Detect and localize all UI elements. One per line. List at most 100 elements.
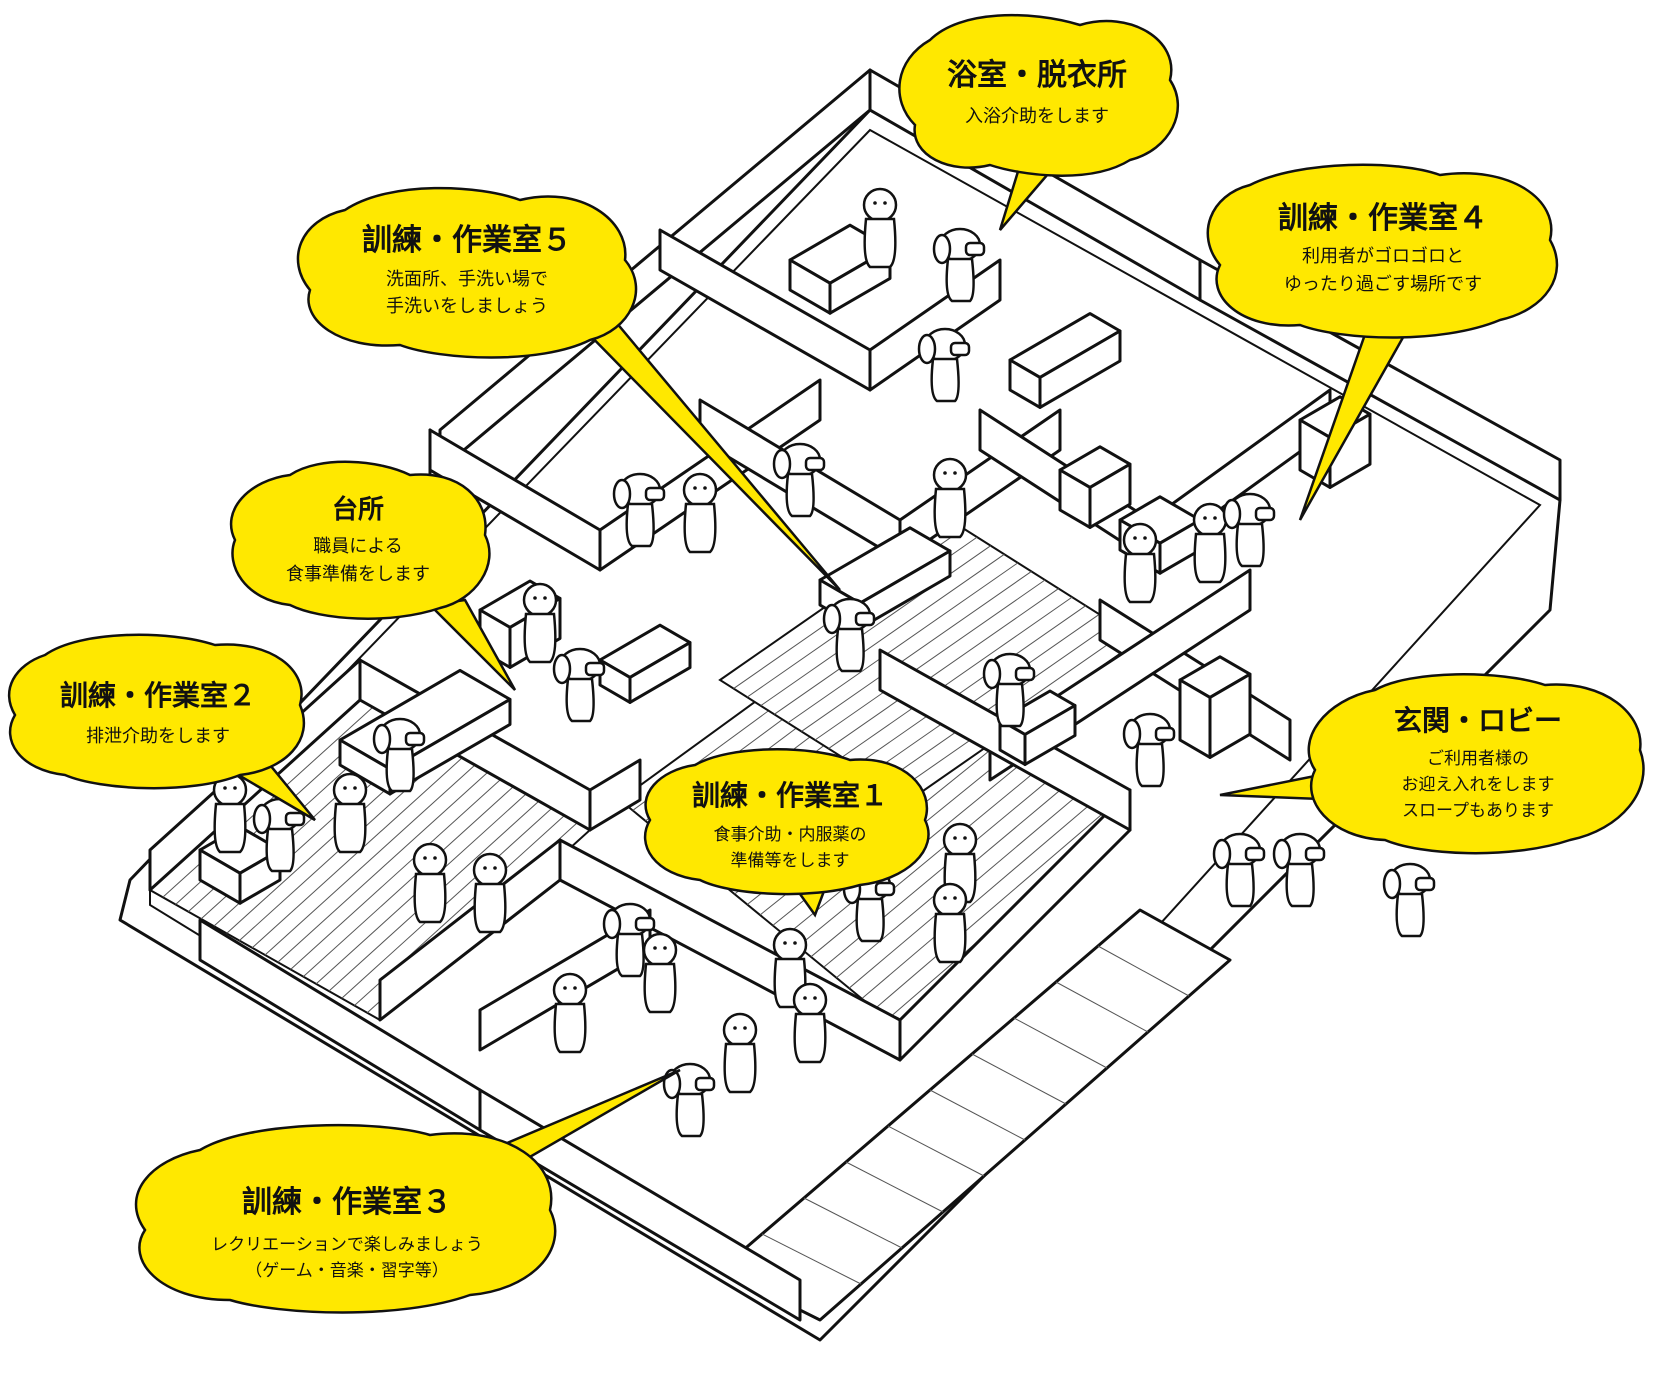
dog-snout xyxy=(804,456,826,472)
box-right xyxy=(1088,462,1132,529)
floor-plank xyxy=(760,545,991,707)
furniture-box xyxy=(1008,312,1122,409)
floor-plank xyxy=(801,571,1032,732)
callout-room2: 訓練・作業室２ 排泄介助をします xyxy=(7,633,316,822)
dog-body xyxy=(1235,522,1265,568)
person-head xyxy=(942,822,978,858)
floor-plank xyxy=(814,579,1046,741)
dog-figure xyxy=(1382,862,1436,938)
callout-title: 浴室・脱衣所 xyxy=(947,58,1127,93)
dog-body xyxy=(1135,742,1165,788)
callout-title: 台所 xyxy=(332,494,384,525)
dog-body xyxy=(615,932,645,978)
person-eye xyxy=(953,896,957,900)
person-body xyxy=(1123,552,1157,604)
person-eye xyxy=(883,201,887,205)
person-eye xyxy=(353,786,357,790)
callout-lobby: 玄関・ロビー ご利用者様の お迎え入れをします スロープもあります xyxy=(1219,673,1645,855)
person-eye xyxy=(813,996,817,1000)
person-figure xyxy=(552,972,588,1054)
callout-title: 訓練・作業室２ xyxy=(60,679,256,712)
dog-body xyxy=(1225,862,1255,908)
bubble-shape xyxy=(7,633,306,790)
floor-plank xyxy=(774,553,1005,715)
floor-plank xyxy=(1013,1017,1108,1069)
callout-room1: 訓練・作業室１ 食事介助・内服薬の 準備等をします xyxy=(643,748,930,918)
dog-figure xyxy=(917,327,971,403)
dog-body xyxy=(565,677,595,723)
floor-plank xyxy=(855,605,1086,767)
floor-plank xyxy=(861,803,1091,1000)
person-head xyxy=(552,972,588,1008)
person-head xyxy=(792,982,828,1018)
dog-figure xyxy=(1222,492,1276,568)
dog-figure xyxy=(552,647,606,723)
person-body xyxy=(413,872,447,924)
dog-ear xyxy=(772,448,792,480)
floor-plank xyxy=(828,588,1059,749)
floor-plank xyxy=(302,786,514,978)
furniture-box xyxy=(1178,655,1252,759)
person-eye xyxy=(433,856,437,860)
dog-ear xyxy=(1222,498,1242,530)
bubble-shape xyxy=(134,1123,557,1314)
callout-line: 洗面所、手洗い場で xyxy=(386,269,548,290)
person-eye xyxy=(1133,536,1137,540)
person-body xyxy=(333,802,367,854)
wall-segment xyxy=(598,378,822,572)
dog-snout xyxy=(964,241,986,257)
floor-plank xyxy=(290,779,501,970)
person-eye xyxy=(573,986,577,990)
dog-body xyxy=(835,627,865,673)
person-eye xyxy=(743,1026,747,1030)
floor-plank xyxy=(1097,945,1190,997)
person-eye xyxy=(693,486,697,490)
dog-body xyxy=(995,682,1025,728)
dog-figure xyxy=(1122,712,1176,788)
floor-plank xyxy=(761,1233,862,1285)
dog-ear xyxy=(1382,868,1402,900)
dog-figure xyxy=(982,652,1036,728)
person-head xyxy=(932,882,968,918)
callout-title: 訓練・作業室１ xyxy=(692,779,888,812)
person-eye xyxy=(803,996,807,1000)
person-body xyxy=(723,1042,757,1094)
bubble-shape xyxy=(229,460,491,620)
dog-body xyxy=(785,472,815,518)
person-figure xyxy=(332,772,368,854)
person-eye xyxy=(1213,516,1217,520)
person-eye xyxy=(543,596,547,600)
callout-line: 入浴介助をします xyxy=(965,106,1109,127)
dog-snout xyxy=(404,731,426,747)
callout-line: 利用者がゴロゴロと xyxy=(1302,246,1464,267)
person-body xyxy=(683,502,717,554)
floor-plank xyxy=(1055,981,1149,1033)
dog-snout xyxy=(1014,666,1036,682)
person-eye xyxy=(423,856,427,860)
furniture-box xyxy=(1058,445,1132,529)
person-eye xyxy=(943,471,947,475)
person-head xyxy=(522,582,558,618)
callout-line: ご利用者様の xyxy=(1427,749,1529,769)
person-eye xyxy=(563,986,567,990)
dog-snout xyxy=(1414,876,1436,892)
callout-title: 玄関・ロビー xyxy=(1394,704,1562,737)
person-figure xyxy=(1122,522,1158,604)
dog-figure xyxy=(772,442,826,518)
furniture-box xyxy=(598,623,692,704)
callout-line: 排泄介助をします xyxy=(86,726,230,747)
person-head xyxy=(932,457,968,493)
dog-figure xyxy=(252,797,306,873)
dog-figure xyxy=(372,717,426,793)
person-body xyxy=(553,1002,587,1054)
dog-ear xyxy=(252,803,272,835)
person-eye xyxy=(953,471,957,475)
person-figure xyxy=(932,457,968,539)
bubble-shape xyxy=(1206,163,1559,339)
callout-line: レクリエーションで楽しみましょう xyxy=(211,1235,483,1255)
callout-title: 訓練・作業室４ xyxy=(1278,201,1488,236)
dog-ear xyxy=(1122,718,1142,750)
box-right xyxy=(1208,672,1252,759)
callout-line: 手洗いをしましょう xyxy=(386,296,548,317)
